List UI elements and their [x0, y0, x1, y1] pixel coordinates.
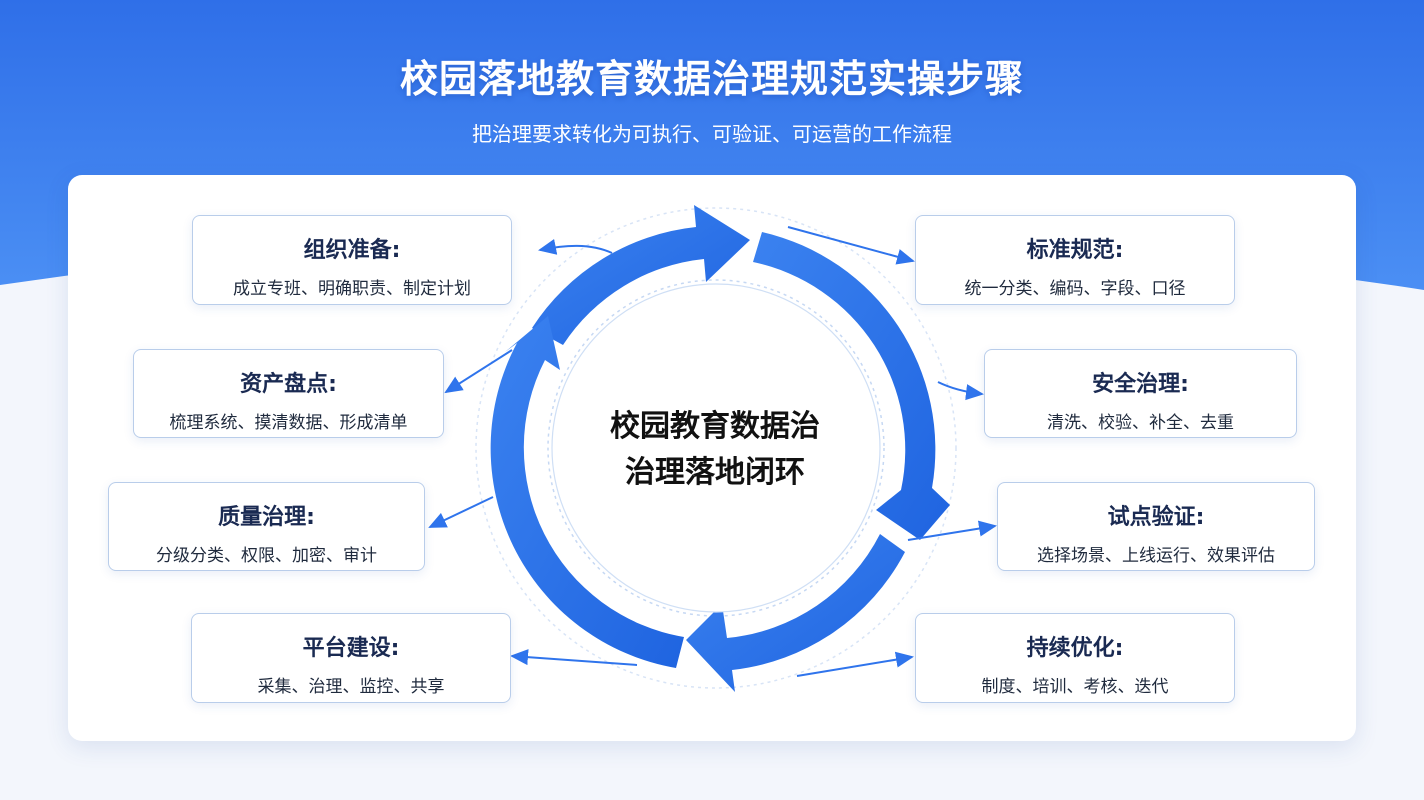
step-card-quality-governance: 质量治理: 分级分类、权限、加密、审计 — [108, 482, 425, 571]
step-desc: 分级分类、权限、加密、审计 — [156, 546, 377, 566]
connector-standard — [787, 226, 915, 265]
step-title: 质量治理: — [218, 505, 315, 530]
step-desc: 选择场景、上线运行、效果评估 — [1037, 546, 1275, 566]
cycle-arrow-right — [753, 232, 950, 540]
step-desc: 清洗、校验、补全、去重 — [1047, 413, 1234, 433]
step-title: 资产盘点: — [240, 372, 337, 397]
page-title: 校园落地教育数据治理规范实操步骤 — [399, 57, 1024, 101]
inner-dashed-ring — [547, 279, 885, 617]
step-desc: 采集、治理、监控、共享 — [257, 677, 445, 697]
connector-arrows — [428, 226, 997, 677]
step-card-org-prep: 组织准备: 成立专班、明确职责、制定计划 — [192, 215, 512, 305]
page-subtitle: 把治理要求转化为可执行、可验证、可运营的工作流程 — [472, 122, 952, 146]
cycle-arrow-left — [490, 316, 684, 668]
connector-security — [937, 381, 984, 401]
cycle-arrows — [490, 205, 950, 692]
step-desc: 梳理系统、摸清数据、形成清单 — [169, 413, 408, 433]
step-title: 标准规范: — [1026, 238, 1124, 263]
step-title: 平台建设: — [302, 636, 400, 661]
step-card-standards: 标准规范: 统一分类、编码、字段、口径 — [915, 215, 1235, 305]
center-circle — [551, 283, 881, 613]
center-label: 校园教育数据治 治理落地闭环 — [560, 404, 870, 496]
connector-pilot — [907, 520, 997, 541]
step-title: 安全治理: — [1092, 372, 1189, 397]
step-desc: 制度、培训、考核、迭代 — [981, 677, 1169, 697]
step-desc: 成立专班、明确职责、制定计划 — [233, 279, 471, 299]
center-label-line2: 治理落地闭环 — [625, 455, 805, 490]
outer-dashed-ring — [475, 207, 957, 689]
cycle-arrow-bottom — [686, 534, 905, 692]
step-title: 试点验证: — [1107, 505, 1205, 530]
connector-platform — [510, 649, 638, 666]
step-card-security-governance: 安全治理: 清洗、校验、补全、去重 — [984, 349, 1297, 438]
connector-quality — [428, 496, 494, 528]
connector-optimize — [796, 651, 914, 677]
cycle-arrow-top — [532, 205, 750, 345]
connector-asset — [444, 349, 513, 394]
connector-org — [538, 239, 613, 255]
step-card-continuous-optimization: 持续优化: 制度、培训、考核、迭代 — [915, 613, 1235, 703]
center-label-line1: 校园教育数据治 — [610, 409, 820, 444]
step-card-pilot-validation: 试点验证: 选择场景、上线运行、效果评估 — [997, 482, 1315, 571]
step-title: 持续优化: — [1026, 636, 1124, 661]
step-card-platform-build: 平台建设: 采集、治理、监控、共享 — [191, 613, 511, 703]
step-card-asset-inventory: 资产盘点: 梳理系统、摸清数据、形成清单 — [133, 349, 444, 438]
step-title: 组织准备: — [303, 238, 401, 263]
step-desc: 统一分类、编码、字段、口径 — [964, 279, 1186, 299]
